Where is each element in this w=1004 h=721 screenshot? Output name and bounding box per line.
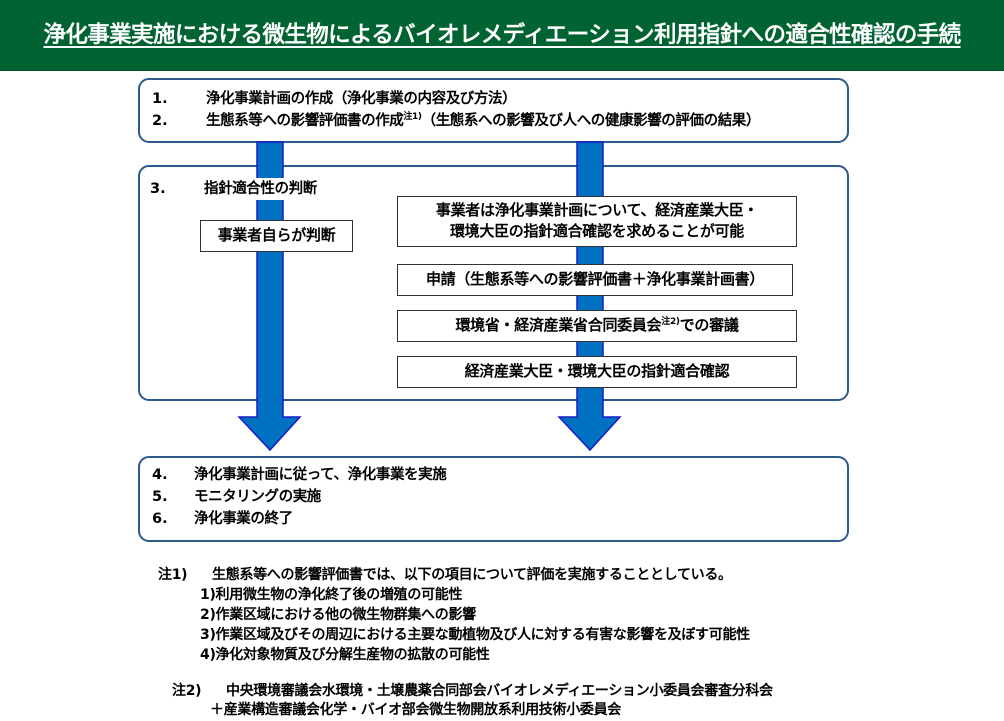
note-1-item: 2)作業区域における他の微生物群集への影響 (200, 607, 476, 623)
joint-committee-review-box: 環境省・経済産業省合同委員会注2)での審議 (397, 310, 797, 342)
application-box: 申請（生態系等への影響評価書＋浄化事業計画書） (397, 264, 793, 296)
step-number: 1. (152, 91, 168, 107)
step-5-text: モニタリングの実施 (194, 489, 321, 505)
stage-3-box: 4. 浄化事業計画に従って、浄化事業を実施 5. モニタリングの実施 6. 浄化… (138, 456, 849, 542)
self-judgment-box: 事業者自らが判断 (200, 220, 353, 252)
step-number: 3. (150, 178, 166, 200)
review-text: 環境省・経済産業省合同委員会 (455, 316, 662, 334)
review-text-after: での審議 (679, 316, 739, 334)
footnote-ref-2: 注2) (661, 317, 680, 327)
step-6-text: 浄化事業の終了 (194, 511, 293, 527)
title-banner: 浄化事業実施における微生物によるバイオレメディエーション利用指針への適合性確認の… (0, 0, 1004, 71)
note-1-label: 注1) (158, 567, 188, 583)
option-line-2: 環境大臣の指針適合確認を求めることが可能 (449, 222, 744, 240)
step-1-text: 浄化事業計画の作成（浄化事業の内容及び方法） (206, 91, 517, 107)
step-2-main: 生態系等への影響評価書の作成 (206, 113, 404, 129)
step-3-title: 指針適合性の判断 (204, 178, 319, 200)
note-2-label: 注2) (172, 683, 202, 699)
step-2-detail: （生態系への影響及び人への健康影響の評価の結果） (421, 113, 761, 129)
note-1-item: 4)浄化対象物質及び分解生産物の拡散の可能性 (200, 647, 490, 663)
guideline-confirmation-box: 経済産業大臣・環境大臣の指針適合確認 (397, 356, 797, 388)
footnote-ref-1: 注1) (403, 112, 422, 122)
ministerial-confirmation-option-box: 事業者は浄化事業計画について、経済産業大臣・ 環境大臣の指針適合確認を求めること… (397, 196, 797, 247)
step-number: 5. (152, 489, 168, 505)
step-2-text: 生態系等への影響評価書の作成注1)（生態系への影響及び人への健康影響の評価の結果… (206, 110, 760, 132)
step-4-text: 浄化事業計画に従って、浄化事業を実施 (194, 467, 447, 483)
note-1-item: 1)利用微生物の浄化終了後の増殖の可能性 (200, 587, 463, 603)
note-2-line-1: 中央環境審議会水環境・土壌農薬合同部会バイオレメディエーション小委員会審査分科会 (226, 683, 773, 699)
option-line-1: 事業者は浄化事業計画について、経済産業大臣・ (435, 201, 759, 219)
step-number: 6. (152, 511, 168, 527)
step-number: 4. (152, 467, 168, 483)
stage-1-box: 1. 浄化事業計画の作成（浄化事業の内容及び方法） 2. 生態系等への影響評価書… (138, 78, 849, 143)
page-title: 浄化事業実施における微生物によるバイオレメディエーション利用指針への適合性確認の… (43, 22, 961, 48)
note-1-text: 生態系等への影響評価書では、以下の項目について評価を実施することとしている。 (212, 567, 732, 583)
step-number: 2. (152, 113, 168, 129)
note-1-item: 3)作業区域及びその周辺における主要な動植物及び人に対する有害な影響を及ぼす可能… (200, 627, 750, 643)
note-2-line-2: ＋産業構造審議会化学・バイオ部会微生物開放系利用技術小委員会 (210, 702, 621, 718)
